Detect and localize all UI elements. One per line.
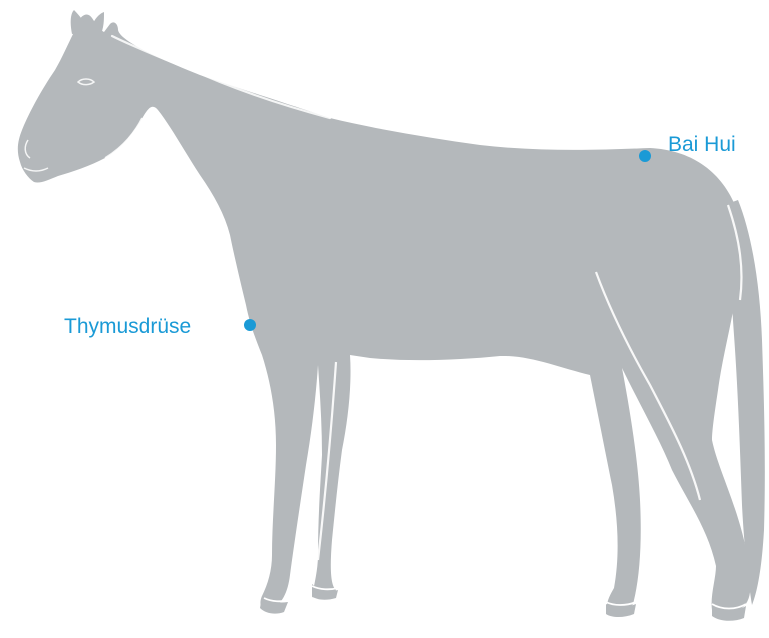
- marker-bai-hui[interactable]: [639, 150, 651, 162]
- label-bai-hui: Bai Hui: [668, 134, 736, 155]
- label-thymus: Thymusdrüse: [64, 316, 191, 337]
- marker-thymus[interactable]: [244, 319, 256, 331]
